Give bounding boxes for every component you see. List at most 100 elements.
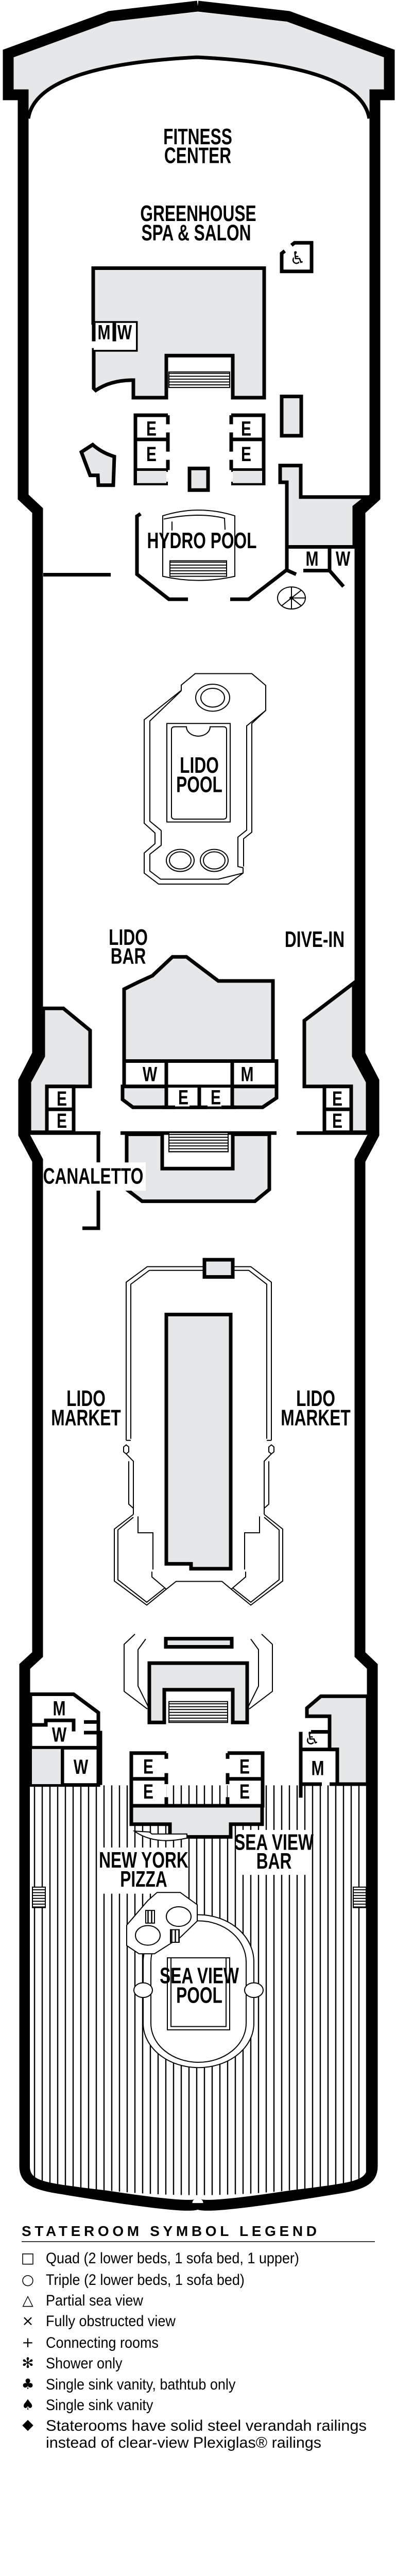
women-restroom: W: [117, 321, 132, 344]
legend-item: ♣ Single sink vanity, bathtub only: [21, 2376, 236, 2393]
lido-pool-label-line2: POOL: [176, 772, 222, 798]
legend-item-label-line2: instead of clear-view Plexiglas® railing…: [46, 2434, 321, 2451]
x-icon: ×: [22, 2312, 33, 2329]
women-restroom: W: [52, 1723, 67, 1746]
women-restroom: W: [74, 1756, 89, 1778]
wheelchair-icon: ♿: [304, 1728, 320, 1749]
sea-view-bar-label-line1: SEA VIEW: [234, 1830, 314, 1855]
legend-item-label: Shower only: [46, 2355, 123, 2372]
service-shaft: [190, 468, 208, 490]
legend-item-label: Quad (2 lower beds, 1 sofa bed, 1 upper): [46, 2250, 299, 2267]
elevator-icon: E: [146, 443, 157, 466]
spa-label-line2: SPA & SALON: [142, 220, 251, 245]
lido-bar-label-line2: BAR: [111, 944, 146, 969]
women-restroom: W: [143, 1063, 158, 1086]
women-restroom: W: [336, 548, 351, 570]
forward-elevators: E E E E: [135, 415, 264, 483]
legend-item-label: Single sink vanity, bathtub only: [46, 2376, 236, 2394]
lido-market-right-label-line1: LIDO: [296, 1386, 335, 1411]
canaletto-label-bg: [49, 1162, 146, 1191]
legend-item: ✻ Shower only: [22, 2354, 123, 2372]
stairs-icon: [32, 1887, 45, 1908]
hull-starboard-wall: [198, 6, 389, 2206]
square-icon: □: [21, 2249, 35, 2266]
pizza-label-line2: PIZZA: [120, 1867, 167, 1892]
circle-icon: ○: [22, 2271, 34, 2288]
legend-item-label: Triple (2 lower beds, 1 sofa bed): [46, 2272, 245, 2289]
elevator-icon: E: [239, 1755, 250, 1778]
legend-item: ◆ Staterooms have solid steel verandah r…: [22, 2416, 367, 2451]
midship-restrooms: W M: [124, 1061, 277, 1087]
pizza-label-line1: NEW YORK: [99, 1848, 188, 1873]
men-restroom: M: [241, 1063, 254, 1086]
greenhouse-spa-label: GREENHOUSE SPA & SALON: [140, 201, 256, 246]
aft-servery: [124, 1634, 272, 1722]
hull-port-wall: [8, 6, 198, 2206]
legend-item: ○ Triple (2 lower beds, 1 sofa bed): [22, 2271, 245, 2289]
elevator-icon: E: [332, 1088, 342, 1110]
fitness-label-line2: CENTER: [164, 143, 231, 168]
spiral-staircase-icon: [278, 587, 305, 609]
aft-port-restrooms: M W W: [30, 1694, 100, 1785]
lido-pool: LIDO POOL: [144, 673, 266, 884]
men-restroom: M: [98, 321, 111, 344]
sea-view-bar-label-bg: [237, 1829, 308, 1875]
legend-item: □ Quad (2 lower beds, 1 sofa bed, 1 uppe…: [21, 2249, 299, 2267]
men-restroom: M: [306, 548, 319, 570]
legend-item-label: Staterooms have solid steel verandah rai…: [46, 2417, 367, 2434]
crew-area: [280, 466, 367, 547]
elevator-icon: E: [143, 1781, 153, 1803]
wheelchair-icon: ♿: [290, 248, 305, 269]
accessible-restroom: ♿: [282, 243, 312, 272]
pizza-label-bg: [103, 1847, 183, 1894]
elevator-icon: E: [57, 1110, 67, 1132]
hydro-pool-enclosure: [137, 514, 287, 599]
deck-plan: FITNESS CENTER GREENHOUSE SPA & SALON ♿ …: [0, 0, 396, 2215]
lido-pool-label-line1: LIDO: [180, 753, 219, 778]
men-restroom: M: [312, 1757, 324, 1780]
sea-view-pool-label-line1: SEA VIEW: [160, 1963, 239, 1988]
elevator-icon: E: [239, 1781, 250, 1803]
elevator-icon: E: [241, 418, 251, 440]
elevator-icon: E: [143, 1755, 153, 1778]
legend-item-label: Connecting rooms: [46, 2334, 159, 2352]
club-icon: ♣: [21, 2376, 34, 2393]
dive-in-label: DIVE-IN: [285, 927, 345, 952]
lido-market-buffet: [114, 1260, 283, 1605]
legend-item: × Fully obstructed view: [22, 2312, 176, 2330]
legend-item-label: Partial sea view: [46, 2292, 143, 2310]
elevator-icon: E: [178, 1087, 188, 1109]
lido-bar-block: [124, 957, 273, 1061]
sea-view-pool-label-line2: POOL: [176, 1982, 222, 2008]
elevator-icon: E: [146, 418, 157, 440]
legend-item-label: Fully obstructed view: [46, 2313, 176, 2330]
planter: [81, 445, 114, 485]
elevator-icon: E: [332, 1110, 342, 1132]
spa-restrooms: M W: [94, 321, 136, 350]
aft-elevators: E E E E: [131, 1752, 263, 1840]
canaletto-block: [127, 1134, 269, 1201]
diamond-icon: ◆: [22, 2416, 33, 2433]
hydro-pool-label: HYDRO POOL: [147, 528, 257, 553]
lido-market-right-label-line2: MARKET: [281, 1405, 350, 1430]
asterisk-icon: ✻: [22, 2354, 33, 2371]
aft-starboard-restrooms: ♿ M: [301, 1696, 368, 1798]
fitness-label-line1: FITNESS: [163, 124, 232, 149]
legend-item-label: Single sink vanity: [46, 2397, 153, 2414]
stairs-icon: [169, 1132, 228, 1151]
elevator-icon: E: [211, 1087, 221, 1109]
stairs-icon: [169, 1702, 228, 1722]
legend-item: + Connecting rooms: [22, 2334, 159, 2351]
men-restroom: M: [53, 1698, 66, 1720]
fitness-center-label: FITNESS CENTER: [163, 124, 232, 168]
elevator-icon: E: [241, 443, 251, 466]
hydro-pool: HYDRO POOL: [147, 510, 257, 580]
spade-icon: ♠: [21, 2396, 34, 2413]
canaletto-wall: [82, 1132, 98, 1228]
lido-market-left-label-line2: MARKET: [51, 1405, 120, 1430]
plus-icon: +: [22, 2334, 33, 2351]
canaletto-label: CANALETTO: [43, 1164, 144, 1189]
sea-view-bar-label-line2: BAR: [256, 1849, 292, 1874]
legend-item: △ Partial sea view: [22, 2292, 143, 2309]
stairs-icon: [353, 1887, 366, 1908]
